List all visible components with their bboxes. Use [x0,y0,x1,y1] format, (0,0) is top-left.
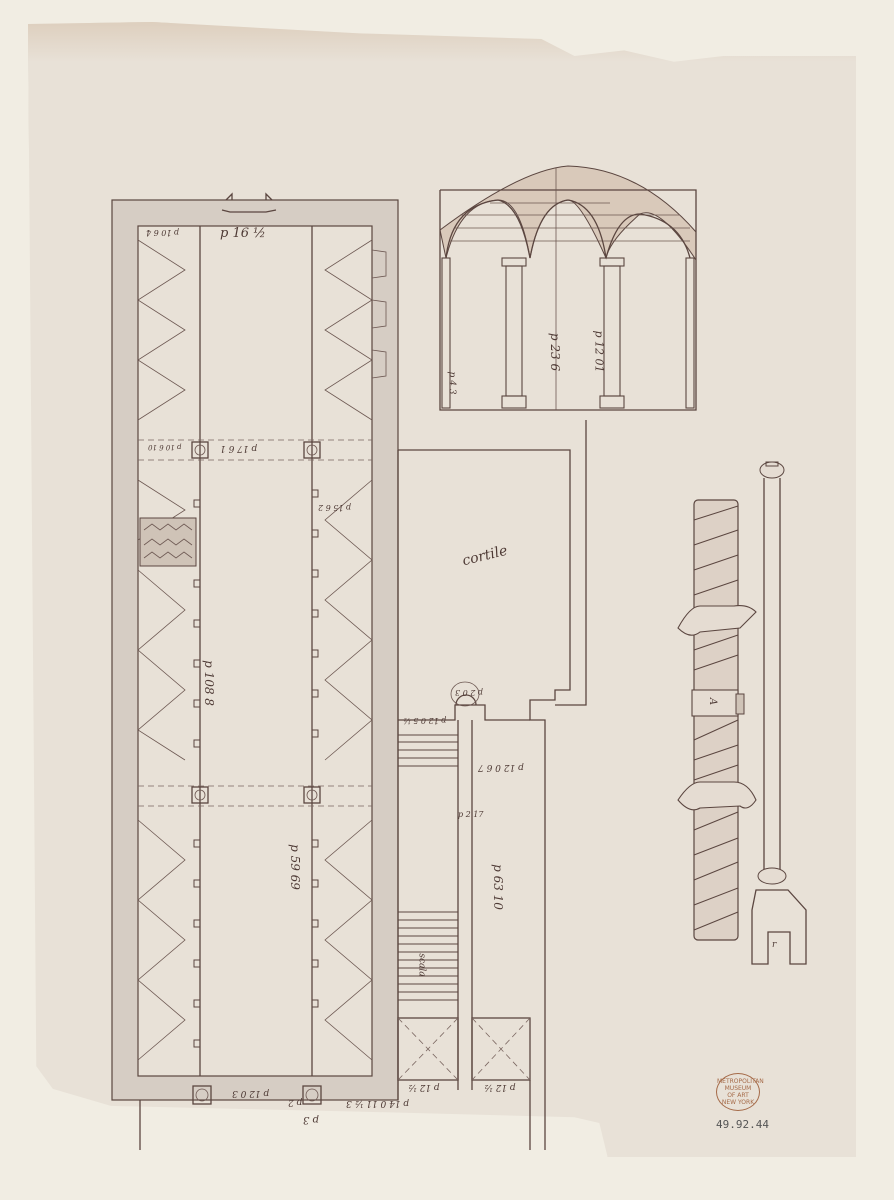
annotation-bottom-pier-2: p 3 [303,1114,319,1125]
annotation-nave-lower: p 59 69 [287,844,302,890]
annotation-top-width: p 16 ½ [220,226,266,241]
annotation-wall-thickness: p 2 17 [458,810,484,819]
annotation-bottom-left: p 12 0 3 [232,1088,270,1098]
stamp-line-3: OF ART [727,1092,749,1099]
annotation-nave-upper: p 108 8 [201,660,216,706]
annotation-aisle-span-left: p 10 6 10 [148,443,182,451]
annotation-bottom-pier: p 2 [288,1097,303,1107]
stamp-line-1: METROPOLITAN [717,1078,764,1085]
annotation-bottom-stair-2: p 12 ½ [484,1082,516,1092]
column-mark-a: A [707,697,719,706]
annotation-arcade-height-right: p 12 01 [592,330,606,373]
column-mark-b: r [772,940,777,950]
annotation-aisle-span: p 17 6 1 [220,443,258,453]
annotation-corridor: p 12 0 6 7 [478,762,524,772]
annotation-stair-landing: p 12 0 5 ½ [403,716,447,725]
annotation-stairs: scala [416,953,427,977]
annotation-arcade-height-center: p 23 6 [548,332,563,372]
annotation-arcade-left: p 4 3 [446,371,457,395]
annotation-bottom-span: p 14 0 11 ½ 3 [346,1098,410,1108]
ground-plan-hall [111,192,399,1150]
stamp-line-2: MUSEUM [724,1085,752,1092]
annotation-corridor-length: p 63 10 [490,864,505,910]
annotation-right-aisle: p 15 6 2 [318,503,352,512]
plain-column-drawing [751,461,807,965]
museum-stamp: METROPOLITAN MUSEUM OF ART NEW YORK [716,1073,764,1111]
annotation-stair-column: p 2 0 3 [455,688,484,697]
stamp-line-4: NEW YORK [721,1099,755,1106]
ground-plan-courtyard [397,420,587,1150]
twisted-column-drawing [677,499,757,941]
annotation-bottom-stair: p 12 ½ [408,1082,440,1092]
accession-number: 49.92.44 [716,1118,769,1131]
annotation-corner: p 10 6 4 [146,228,180,237]
arcade-elevation [439,165,697,411]
